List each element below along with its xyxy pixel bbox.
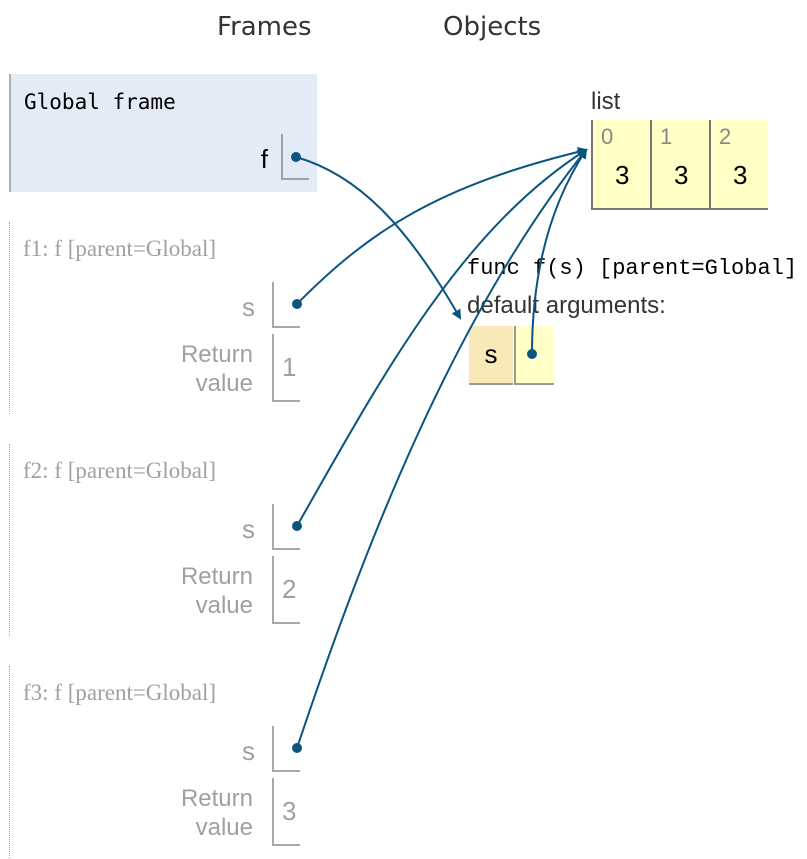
list-cell-index: 1 (660, 124, 673, 149)
frame-f1-var-s-pointer-box (272, 282, 300, 328)
global-var-f-name: f (260, 144, 268, 174)
frame-f1-return-label: Return value (150, 340, 253, 398)
arrow-global-f-to-function (295, 156, 461, 320)
arrow-f1-s-to-list (296, 147, 588, 305)
arrow-default-s-to-list (531, 148, 588, 355)
frame-f2-return-box: 2 (272, 556, 300, 624)
frame-f3-return-label-line1: Return (180, 785, 253, 812)
default-arg-name: s (469, 326, 513, 385)
frame-f1-return-value: 1 (282, 352, 297, 382)
frame-f2-return-value: 2 (282, 574, 297, 604)
global-frame: Global frame f (9, 74, 317, 192)
frame-f1-return-label-line1: Return (180, 341, 253, 368)
list-cell-index: 0 (601, 124, 614, 149)
arrow-f2-s-to-list (296, 148, 588, 527)
list-cell: 0 3 (591, 120, 651, 210)
list-cell: 1 3 (650, 120, 710, 210)
list-cell: 2 3 (709, 120, 768, 210)
frame-f2: f2: f [parent=Global] s Return value 2 (9, 444, 316, 636)
pointer-dot (292, 521, 302, 531)
pointer-dot (292, 299, 302, 309)
frame-f3-title: f3: f [parent=Global] (23, 680, 217, 705)
global-var-f-pointer-box (281, 134, 309, 180)
list-cell-value: 3 (615, 160, 630, 190)
frame-f3-var-s-pointer-box (272, 726, 300, 772)
frame-f1-var-s-name: s (242, 292, 255, 322)
frame-f2-var-s-pointer-box (272, 504, 300, 550)
frame-f3-var-s-name: s (242, 736, 255, 766)
frame-f2-return-label: Return value (150, 562, 253, 620)
global-frame-title: Global frame (24, 90, 176, 114)
list-cell-index: 2 (719, 124, 732, 149)
list-cell-value: 3 (733, 160, 748, 190)
frame-f2-return-label-line2: value (195, 592, 253, 619)
frames-header: Frames (217, 12, 312, 42)
pointer-dot (291, 152, 301, 162)
objects-header: Objects (443, 12, 542, 42)
frame-f1-title: f1: f [parent=Global] (23, 236, 217, 261)
frame-f1-return-box: 1 (272, 334, 300, 402)
frame-f2-title: f2: f [parent=Global] (23, 458, 217, 483)
frame-f3-return-box: 3 (272, 778, 300, 846)
frame-f2-var-s-name: s (242, 514, 255, 544)
pointer-dot (292, 743, 302, 753)
frame-f3: f3: f [parent=Global] s Return value 3 (9, 666, 316, 858)
frame-f2-return-label-line1: Return (180, 563, 253, 590)
frame-f1-return-label-line2: value (195, 370, 253, 397)
list-cell-value: 3 (674, 160, 689, 190)
function-default-arguments-label: default arguments: (467, 292, 666, 319)
frame-f3-return-label-line2: value (195, 814, 253, 841)
frame-f1: f1: f [parent=Global] s Return value 1 (9, 222, 316, 414)
frame-f3-return-label: Return value (150, 784, 253, 842)
frame-f3-return-value: 3 (282, 796, 297, 826)
list-type-label: list (591, 88, 621, 115)
arrow-f3-s-to-list (296, 148, 588, 749)
function-object-title: func f(s) [parent=Global] (467, 256, 798, 281)
pointer-dot (527, 349, 537, 359)
